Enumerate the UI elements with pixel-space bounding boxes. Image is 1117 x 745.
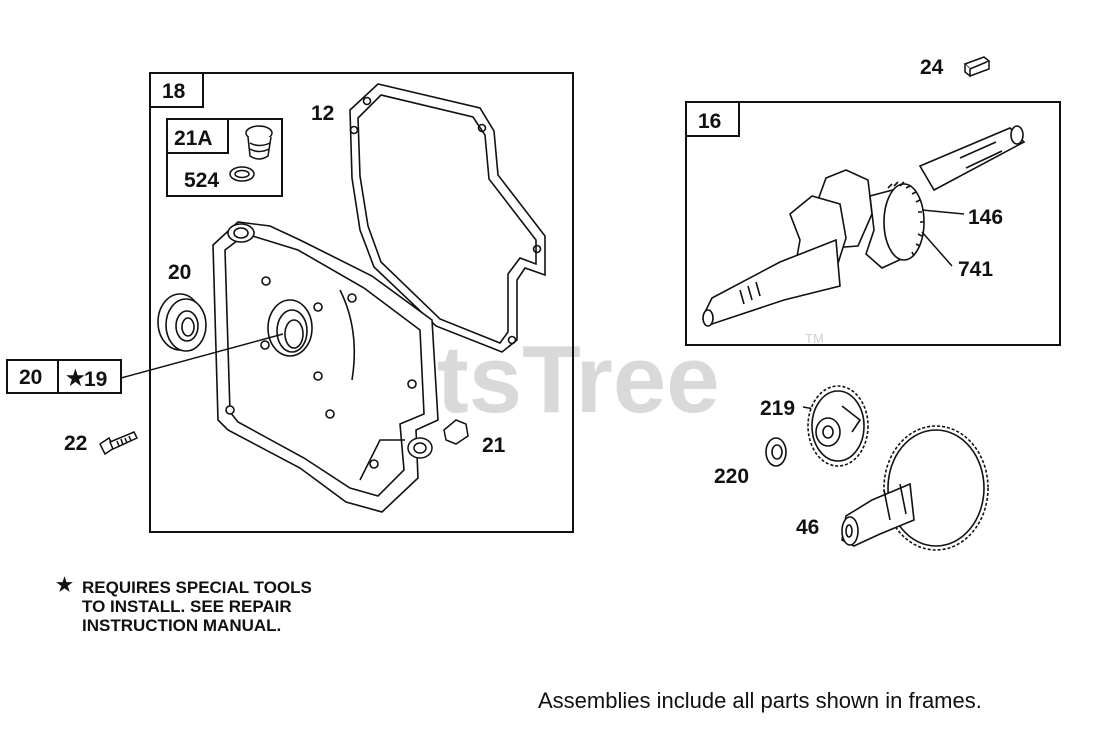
crankshaft-part[interactable] [702, 125, 1026, 327]
crankcase-gasket-part[interactable] [349, 83, 546, 353]
seal-callout-frame[interactable]: 20 ★ 19 [6, 359, 122, 394]
crankshaft-assembly-frame[interactable]: 16 [685, 101, 1061, 346]
oil-fill-plug-part[interactable] [245, 125, 273, 160]
camshaft-part[interactable] [841, 425, 989, 551]
part-12-label: 12 [311, 102, 334, 125]
crankcase-assembly-frame[interactable]: 18 [149, 72, 574, 533]
washer-part[interactable] [765, 437, 787, 467]
bolt-part[interactable] [99, 431, 139, 456]
part-220-label: 220 [714, 465, 749, 488]
callout-star-icon: ★ [66, 367, 85, 390]
part-22-label: 22 [64, 432, 87, 455]
oil-seal-part[interactable] [157, 293, 207, 352]
crankcase-cover-part[interactable] [212, 221, 439, 513]
part-21-label: 21 [482, 434, 506, 457]
part-219-label: 219 [760, 397, 795, 420]
special-tools-note: ★ REQUIRES SPECIAL TOOLS TO INSTALL. SEE… [56, 576, 312, 635]
note-line-3: INSTRUCTION MANUAL. [82, 616, 282, 635]
part-24-label: 24 [920, 56, 944, 79]
part-20-label: 20 [168, 261, 191, 284]
frame-18-label: 18 [162, 80, 186, 103]
assemblies-footnote: Assemblies include all parts shown in fr… [538, 688, 982, 713]
governor-gear-part[interactable] [807, 385, 869, 467]
note-line-1: REQUIRES SPECIAL TOOLS [82, 578, 312, 597]
frame-16-label: 16 [698, 110, 721, 133]
part-741-label: 741 [958, 258, 993, 281]
oil-fill-subassembly-frame[interactable]: 21A 524 [166, 118, 283, 197]
callout-19-label: 19 [84, 368, 107, 391]
note-line-2: TO INSTALL. SEE REPAIR [82, 597, 292, 616]
leader-741 [921, 231, 953, 267]
o-ring-part[interactable] [229, 166, 255, 182]
leader-146 [921, 209, 965, 215]
watermark-tm: TM [805, 331, 824, 346]
part-46-label: 46 [796, 516, 819, 539]
star-icon: ★ [56, 575, 74, 596]
part-146-label: 146 [968, 206, 1003, 229]
callout-20-label: 20 [19, 366, 42, 389]
frame-21a-label: 21A [174, 127, 213, 150]
key-part[interactable] [963, 56, 991, 78]
part-524-label: 524 [184, 169, 219, 192]
drain-plug-part[interactable] [407, 419, 469, 459]
leader-19 [120, 333, 284, 379]
